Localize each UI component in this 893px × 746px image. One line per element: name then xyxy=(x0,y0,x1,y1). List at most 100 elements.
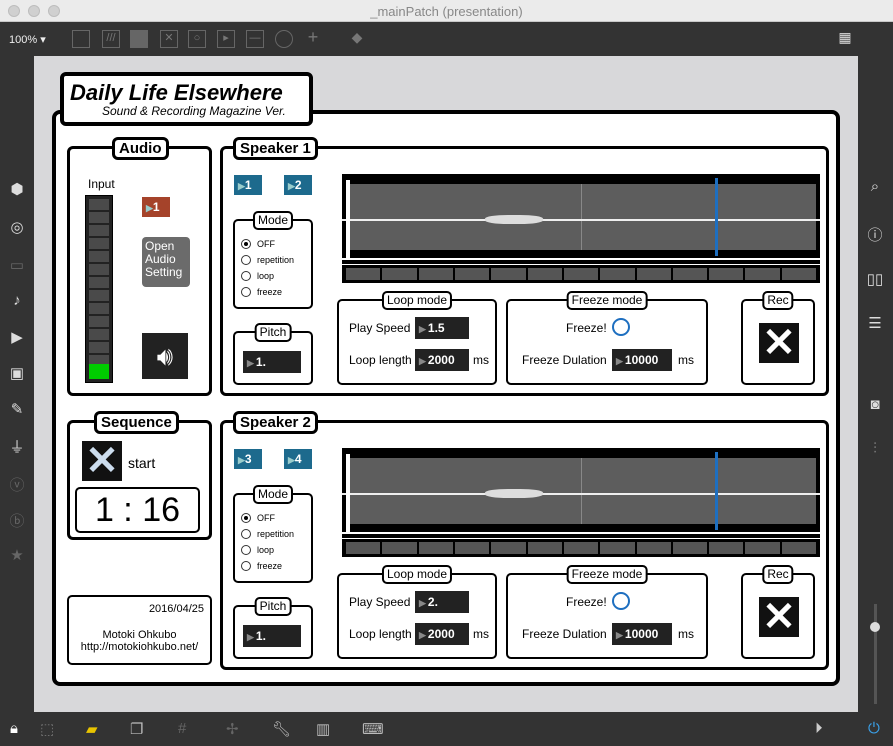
info-icon[interactable]: ⓘ xyxy=(867,227,883,244)
panel-icon[interactable] xyxy=(72,30,90,48)
radio-circle[interactable] xyxy=(241,513,251,523)
power-icon[interactable]: ⏻ xyxy=(868,720,880,737)
paint-bucket-icon[interactable]: ◆ xyxy=(351,29,363,45)
radio-circle[interactable] xyxy=(241,271,251,281)
lock-icon[interactable]: 🔒︎ xyxy=(10,720,18,737)
mode-radio-loop[interactable]: loop xyxy=(241,271,274,281)
output-channel-b-button[interactable]: ▶2 xyxy=(284,175,312,195)
close-window-button[interactable] xyxy=(8,5,20,17)
output-channel-b-button[interactable]: ▶4 xyxy=(284,449,312,469)
loop-length-label: Loop length xyxy=(349,627,412,641)
mode-option-label: loop xyxy=(257,545,275,555)
radio-circle[interactable] xyxy=(241,255,251,265)
mode-option-label: freeze xyxy=(257,561,283,571)
button-object-icon[interactable]: ✕ xyxy=(160,30,178,48)
waveform-display[interactable] xyxy=(342,174,820,264)
freeze-mode-label: Freeze mode xyxy=(566,565,648,584)
waveform-scrollbar[interactable] xyxy=(342,265,820,283)
zoom-window-button[interactable] xyxy=(48,5,60,17)
mode-radio-loop[interactable]: loop xyxy=(241,545,274,555)
output-channel-a-button[interactable]: ▶1 xyxy=(234,175,262,195)
book-icon[interactable]: ▯▯ xyxy=(866,271,884,288)
piano-icon[interactable]: ▥ xyxy=(316,721,331,738)
radio-circle[interactable] xyxy=(241,561,251,571)
pitch-number-box[interactable]: ▶1. xyxy=(243,351,301,373)
rec-box: Rec ✕ xyxy=(741,565,815,659)
playlist-icon[interactable]: ▶ xyxy=(11,329,23,346)
search-icon[interactable]: ⌕ xyxy=(870,178,880,195)
mixer-icon[interactable]: ⫶ xyxy=(873,440,877,457)
radio-circle[interactable] xyxy=(241,287,251,297)
pitch-number-box[interactable]: ▶1. xyxy=(243,625,301,647)
music-icon[interactable]: ♪ xyxy=(13,292,21,309)
image-icon[interactable]: ▣ xyxy=(9,365,25,382)
loop-length-number-box[interactable]: ▶2000 xyxy=(415,349,469,371)
mode-radio-freeze[interactable]: freeze xyxy=(241,561,282,571)
wrench-icon[interactable]: 🔧︎ xyxy=(272,721,292,738)
panel-icon[interactable]: ▭ xyxy=(9,257,25,274)
presentation-icon[interactable]: ⬚ xyxy=(40,721,55,738)
freeze-duration-number-box[interactable]: ▶10000 xyxy=(612,623,672,645)
waveform-display[interactable] xyxy=(342,448,820,538)
mode-radio-repetition[interactable]: repetition xyxy=(241,255,294,265)
play-speed-number-box[interactable]: ▶1.5 xyxy=(415,317,469,339)
add-object-icon[interactable]: + xyxy=(307,27,319,47)
star-icon[interactable]: ★ xyxy=(10,547,24,564)
patch-canvas: Daily Life Elsewhere Sound & Recording M… xyxy=(34,56,858,712)
play-icon[interactable]: ⏵ xyxy=(815,720,823,737)
comment-icon[interactable]: ▰ xyxy=(86,721,98,738)
camera-icon[interactable]: ◙ xyxy=(870,396,880,413)
comment-icon[interactable] xyxy=(130,30,148,48)
minimize-window-button[interactable] xyxy=(28,5,40,17)
freeze-toggle[interactable] xyxy=(612,318,630,336)
grid-icon[interactable]: ▦ xyxy=(838,29,852,45)
packages-icon[interactable]: ⬢ xyxy=(10,181,24,198)
v-icon[interactable]: ⓥ xyxy=(9,477,25,494)
comment-box-icon[interactable]: /// xyxy=(102,30,120,48)
message-object-icon[interactable]: ▸ xyxy=(217,30,235,48)
grid-icon[interactable]: # xyxy=(178,720,187,737)
mode-radio-OFF[interactable]: OFF xyxy=(241,513,275,523)
radio-circle[interactable] xyxy=(241,545,251,555)
volume-slider[interactable] xyxy=(874,604,877,704)
waveform-scrollbar[interactable] xyxy=(342,539,820,557)
rec-toggle[interactable]: ✕ xyxy=(759,597,799,637)
snap-icon[interactable]: ✢ xyxy=(226,721,239,738)
start-toggle[interactable]: ✕ xyxy=(82,441,122,481)
mode-radio-freeze[interactable]: freeze xyxy=(241,287,282,297)
loop-start-marker[interactable] xyxy=(346,180,350,260)
pitch-label: Pitch xyxy=(254,323,292,342)
radio-circle[interactable] xyxy=(241,529,251,539)
mode-option-label: freeze xyxy=(257,287,283,297)
freeze-duration-number-box[interactable]: ▶10000 xyxy=(612,349,672,371)
input-channel-button[interactable]: ▶1 xyxy=(142,197,170,217)
b-icon[interactable]: ⓑ xyxy=(9,513,25,530)
speaker-dsp-toggle[interactable]: 🔊︎ xyxy=(142,333,188,379)
volume-slider-knob[interactable] xyxy=(870,622,880,632)
list-icon[interactable]: ☰ xyxy=(868,315,882,332)
open-audio-setting-button[interactable]: Open Audio Setting xyxy=(142,237,190,287)
zoom-dropdown[interactable]: 100% ▾ xyxy=(9,34,46,46)
freeze-toggle[interactable] xyxy=(612,592,630,610)
keyboard-icon[interactable]: ⌨ xyxy=(362,721,384,738)
mode-radio-repetition[interactable]: repetition xyxy=(241,529,294,539)
loop-length-number-box[interactable]: ▶2000 xyxy=(415,623,469,645)
toggle-object-icon[interactable]: ○ xyxy=(188,30,206,48)
url-link[interactable]: http://motokiohkubo.net/ xyxy=(80,641,199,653)
input-meter-level xyxy=(89,364,109,379)
loop-mode-box: Loop mode Play Speed ▶1.5 Loop length ▶2… xyxy=(337,291,497,385)
plug-icon[interactable]: ⏚ xyxy=(9,439,25,456)
slider-object-icon[interactable]: — xyxy=(246,30,264,48)
mode-radio-OFF[interactable]: OFF xyxy=(241,239,275,249)
dial-object-icon[interactable] xyxy=(275,30,293,48)
play-speed-number-box[interactable]: ▶2. xyxy=(415,591,469,613)
paperclip-icon[interactable]: ✎ xyxy=(10,401,24,418)
loop-start-marker[interactable] xyxy=(346,454,350,534)
start-label: start xyxy=(128,455,156,471)
target-icon[interactable]: ◎ xyxy=(10,219,24,236)
windows-icon[interactable]: ❐ xyxy=(130,721,144,738)
output-channel-a-button[interactable]: ▶3 xyxy=(234,449,262,469)
rec-toggle[interactable]: ✕ xyxy=(759,323,799,363)
radio-circle[interactable] xyxy=(241,239,251,249)
